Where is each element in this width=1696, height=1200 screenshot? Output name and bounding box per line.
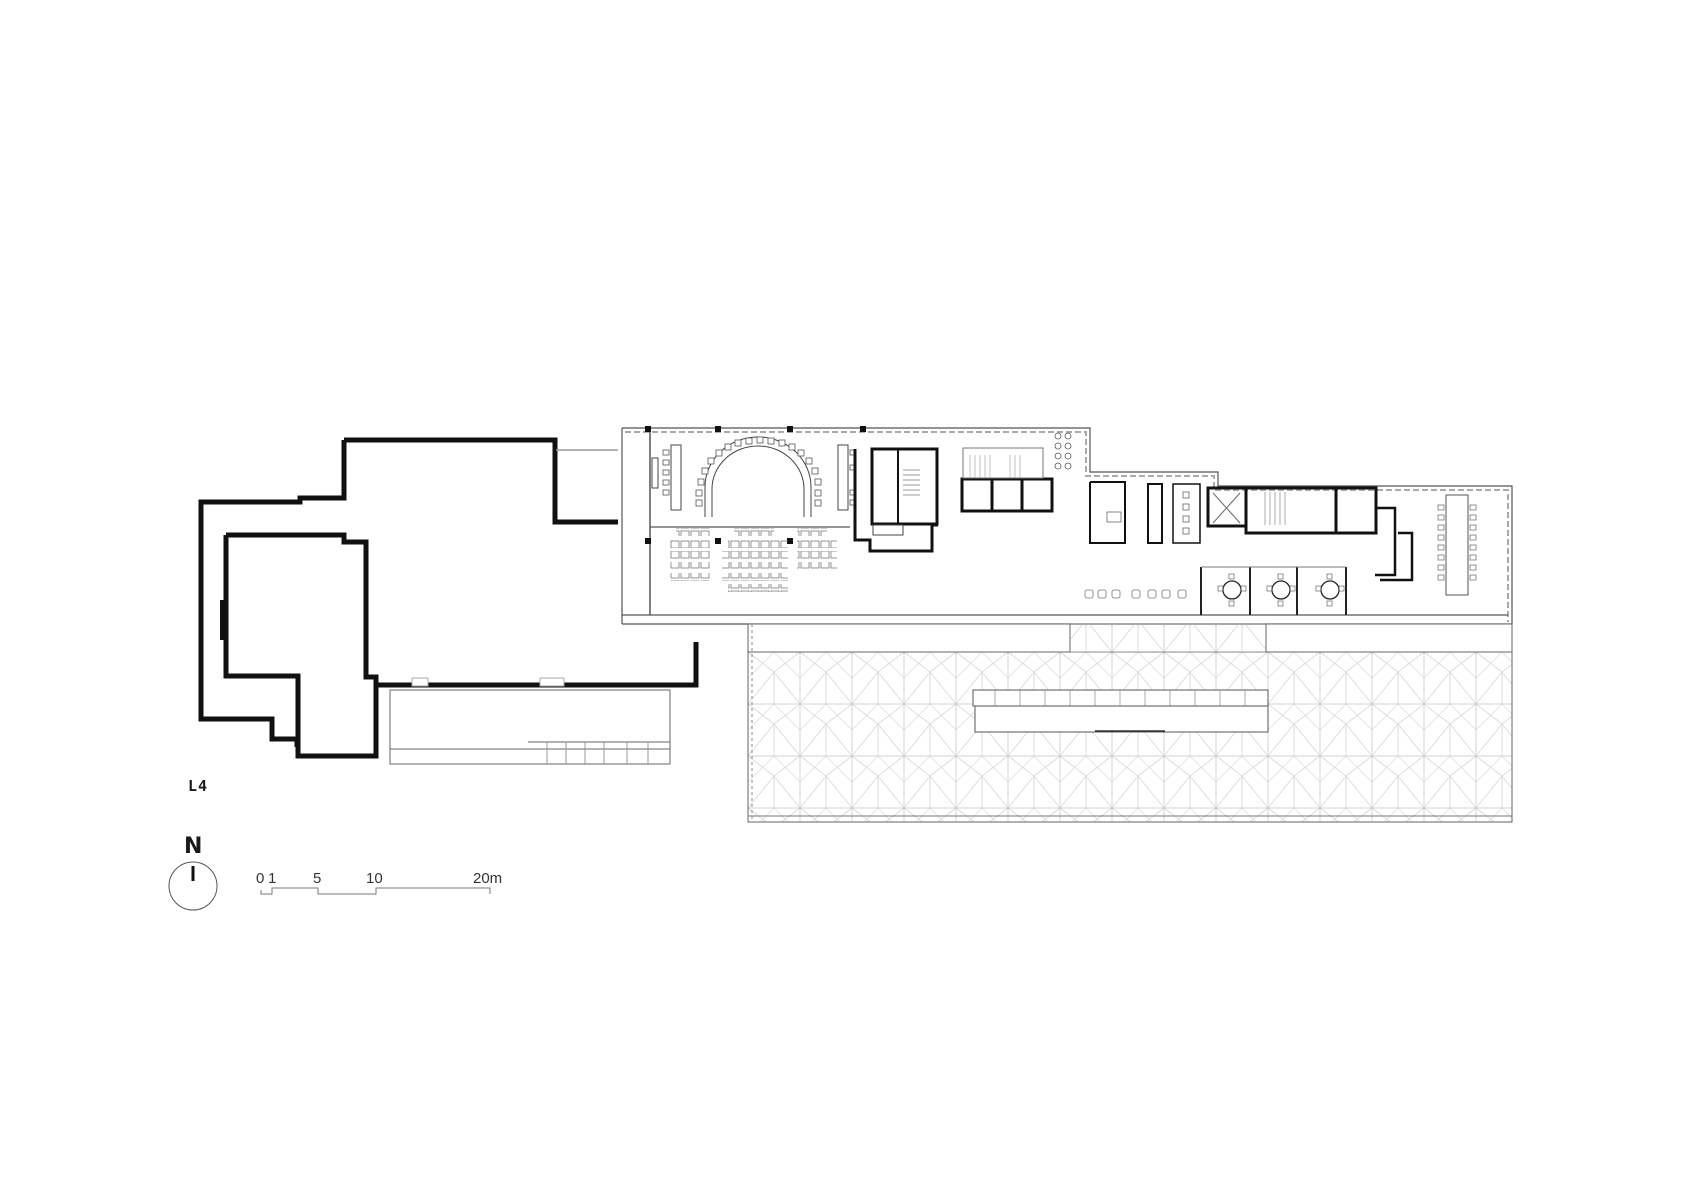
existing-building-outline xyxy=(198,437,699,759)
structural-columns xyxy=(645,426,866,544)
lift-lobby xyxy=(960,432,1072,513)
meeting-rooms-round-tables xyxy=(1084,566,1347,615)
north-arrow-icon xyxy=(168,861,218,911)
seminar-seating xyxy=(670,528,837,592)
main-building-envelope xyxy=(621,427,1513,625)
lower-terrace-strip xyxy=(389,689,671,765)
scale-bar xyxy=(260,887,491,895)
level-label: L4 xyxy=(188,777,209,795)
lecture-room-horseshoe xyxy=(651,436,857,517)
boardroom xyxy=(1380,494,1477,596)
scale-tick-5: 5 xyxy=(313,870,322,887)
stair-core-west xyxy=(853,447,939,553)
roof-lightwell xyxy=(972,689,1269,733)
scale-tick-10: 10 xyxy=(366,870,383,887)
washrooms xyxy=(1089,481,1201,544)
roof-terrace-grid xyxy=(747,623,1513,823)
scale-tick-0: 0 xyxy=(256,870,265,887)
north-label: N xyxy=(184,834,203,859)
scale-tick-20m: 20m xyxy=(473,870,503,887)
stair-core-east xyxy=(1206,486,1397,577)
scale-tick-1: 1 xyxy=(268,870,277,887)
